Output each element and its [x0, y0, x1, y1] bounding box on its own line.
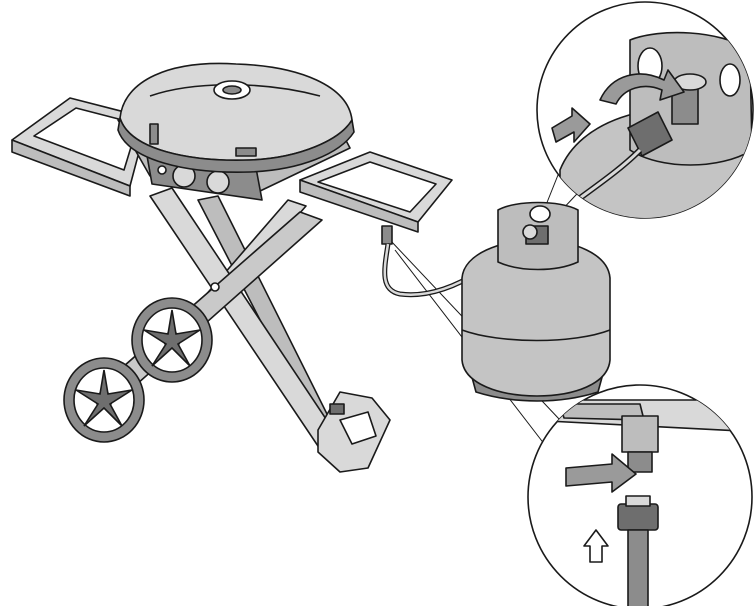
grill-regulator-connection-detail [527, 384, 753, 606]
side-shelf-right-inner [317, 161, 437, 213]
detail-hose-coupler [617, 503, 659, 531]
tank-valve-wheel [522, 224, 538, 240]
detail-coupling-nut [627, 111, 673, 157]
push-in-arrow [551, 107, 591, 143]
lid-handle [149, 123, 159, 145]
side-shelf-right-edge [299, 179, 419, 233]
wheel-front [63, 357, 145, 443]
lid-handle-right [235, 147, 257, 157]
detail-regulator-fitting [621, 415, 659, 453]
wheel-rear [131, 297, 213, 383]
detail-collar-hole-right [719, 63, 741, 97]
detail-hose-lower [627, 529, 649, 606]
control-knob-right [206, 170, 230, 194]
scissor-cart [107, 187, 391, 473]
igniter-button [157, 165, 167, 175]
side-shelf-left-edge [11, 139, 131, 197]
tank-collar-hole [529, 205, 551, 223]
portable-grill [11, 62, 453, 245]
cart-wheels [63, 297, 213, 443]
lid-thermometer-center [222, 85, 242, 95]
grill-lid-band [117, 117, 355, 173]
grill-regulator-port [381, 225, 393, 245]
cart-foot-latch [329, 403, 345, 415]
propane-tank [461, 201, 611, 402]
rotate-clockwise-arrow [599, 69, 685, 105]
tank-valve-connection-detail [536, 1, 754, 219]
insert-arrow [565, 453, 637, 493]
cart-foot-handle-grip [339, 411, 377, 445]
up-arrow [583, 529, 609, 563]
tank-seam [461, 329, 611, 342]
cart-pivot-bolt [210, 282, 220, 292]
